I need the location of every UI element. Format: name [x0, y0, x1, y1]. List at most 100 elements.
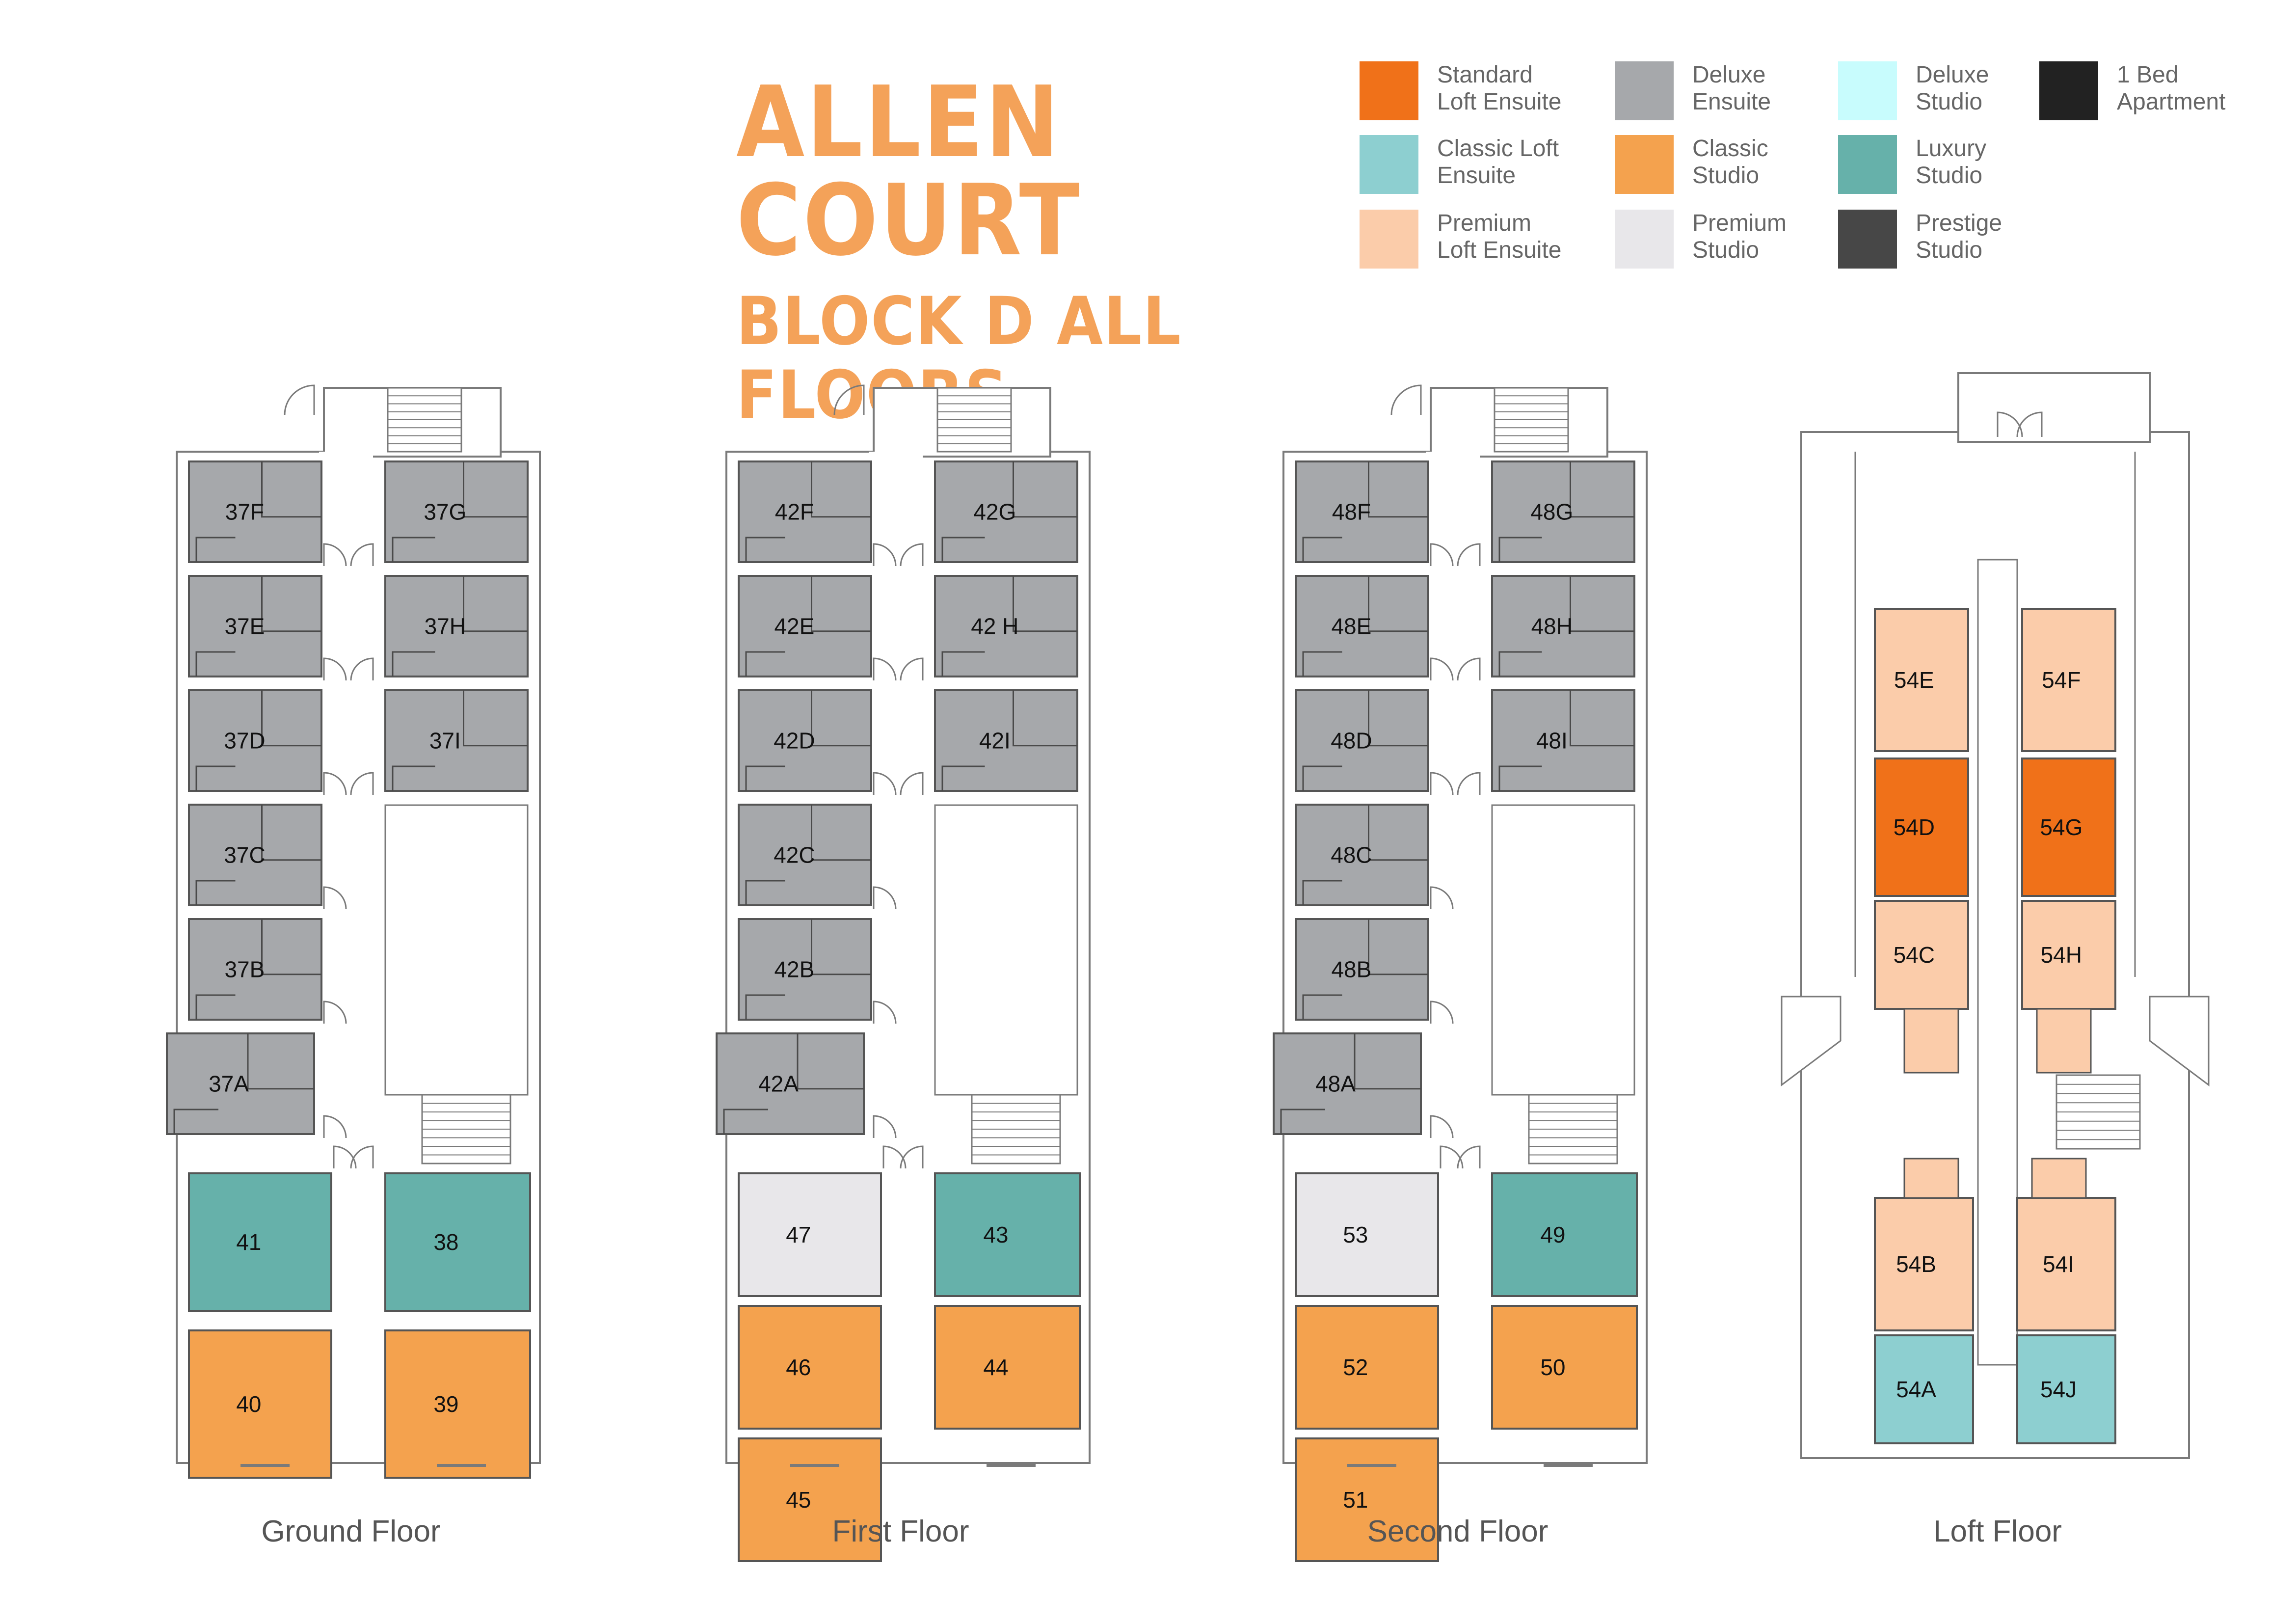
corridor	[869, 452, 923, 1149]
corridor	[1977, 559, 2018, 1366]
common-room	[934, 804, 1078, 1096]
room-label: 49	[1540, 1222, 1565, 1247]
room-42a	[716, 1032, 865, 1135]
door-swing	[1390, 384, 1422, 415]
legend-item-premium-studio: Premium Studio	[1615, 207, 1831, 271]
door-swing	[1457, 772, 1481, 795]
ensuite-wall	[1368, 576, 1428, 632]
legend-item-classic-loft-ensuite: Classic Loft Ensuite	[1360, 133, 1575, 196]
page-title-block: ALLEN COURT BLOCK D ALL FLOORS	[736, 74, 1325, 432]
legend-label: 1 Bed Apartment	[2117, 62, 2226, 115]
room-label: 47	[786, 1222, 811, 1247]
room-label: 43	[983, 1222, 1008, 1247]
ensuite-wall	[1354, 1033, 1421, 1090]
room-label: 52	[1343, 1354, 1368, 1380]
wardrobe-wall	[173, 1109, 218, 1134]
room-label: 48I	[1536, 728, 1568, 754]
door-swing	[1430, 657, 1454, 681]
door-swing	[873, 657, 897, 681]
room-label: 54H	[2041, 942, 2082, 968]
legend-label: Premium Loft Ensuite	[1437, 210, 1562, 263]
room-label: 42D	[774, 728, 815, 754]
room-42g	[934, 460, 1078, 563]
door-swing	[350, 1145, 374, 1169]
legend-swatch	[1838, 210, 1897, 269]
room-44	[934, 1305, 1081, 1430]
room-54f	[2021, 608, 2116, 752]
room-48f	[1295, 460, 1429, 563]
legend-label: Prestige Studio	[1916, 210, 2002, 263]
door-swing	[1430, 772, 1454, 795]
legend-swatch	[1360, 61, 1418, 120]
door-swing	[350, 772, 374, 795]
page-title: ALLEN COURT	[736, 65, 1082, 278]
wardrobe-wall	[1302, 765, 1342, 791]
legend-swatch	[1360, 210, 1418, 269]
room-label: 48B	[1331, 957, 1371, 982]
room-label: 53	[1343, 1222, 1368, 1247]
door-swing	[1430, 1001, 1454, 1024]
room-label: 38	[433, 1229, 458, 1255]
room-label: 42C	[774, 842, 815, 868]
entrance-block	[1957, 372, 2151, 443]
ensuite-wall	[1368, 461, 1428, 518]
room-54g	[2021, 758, 2116, 897]
room-label: 37I	[429, 728, 461, 754]
door-swing	[900, 657, 924, 681]
ensuite-wall	[463, 461, 528, 518]
floor-label: First Floor	[832, 1515, 969, 1548]
legend-item-standard-loft-ensuite: Standard Loft Ensuite	[1360, 59, 1575, 123]
wardrobe-wall	[1498, 651, 1542, 677]
wardrobe-wall	[1302, 651, 1342, 677]
room-49	[1491, 1172, 1638, 1297]
door-swing	[873, 1001, 897, 1024]
ensuite-wall	[811, 919, 871, 975]
legend-swatch	[1838, 135, 1897, 194]
room-37f	[188, 460, 322, 563]
room-48h	[1491, 575, 1635, 677]
legend-item-one-bed-apartment: 1 Bed Apartment	[2039, 59, 2255, 123]
room-label: 54G	[2040, 814, 2082, 840]
door-swing	[900, 772, 924, 795]
room-37e	[188, 575, 322, 677]
room-label: 48A	[1315, 1071, 1356, 1097]
door-swing	[882, 1145, 907, 1169]
wardrobe-wall	[941, 651, 985, 677]
door-swing	[1457, 543, 1481, 567]
legend-swatch	[1360, 135, 1418, 194]
room-annex	[2031, 1158, 2087, 1199]
room-48c	[1295, 804, 1429, 906]
ensuite-wall	[463, 690, 528, 747]
room-label: 42B	[774, 957, 814, 982]
legend-swatch	[2039, 61, 2098, 120]
wardrobe-wall	[1498, 765, 1542, 791]
wardrobe-wall	[195, 651, 236, 677]
roof-dormer	[2149, 996, 2210, 1086]
ensuite-wall	[811, 576, 871, 632]
room-37c	[188, 804, 322, 906]
room-43	[934, 1172, 1081, 1297]
room-38	[384, 1172, 531, 1312]
room-label: 42F	[775, 499, 814, 525]
room-label: 40	[236, 1391, 261, 1417]
door-swing	[323, 772, 347, 795]
room-45	[738, 1437, 882, 1562]
legend: Standard Loft Ensuite Deluxe Ensuite Del…	[1360, 59, 2272, 270]
common-room	[1491, 804, 1635, 1096]
wardrobe-wall	[392, 537, 435, 562]
door-swing	[1457, 1145, 1481, 1169]
room-54j	[2016, 1334, 2116, 1444]
room-48g	[1491, 460, 1635, 563]
legend-item-luxury-studio: Luxury Studio	[1838, 133, 2054, 196]
ensuite-wall	[797, 1033, 864, 1090]
wardrobe-wall	[1498, 537, 1542, 562]
room-annex	[1903, 1008, 1959, 1074]
room-label: 54D	[1894, 814, 1935, 840]
room-label: 51	[1343, 1487, 1368, 1513]
door-swing	[873, 543, 897, 567]
room-42c	[738, 804, 872, 906]
roof-dormer	[1781, 996, 1842, 1086]
room-54e	[1874, 608, 1969, 752]
door-swing	[873, 1115, 897, 1138]
wardrobe-wall	[195, 765, 236, 791]
